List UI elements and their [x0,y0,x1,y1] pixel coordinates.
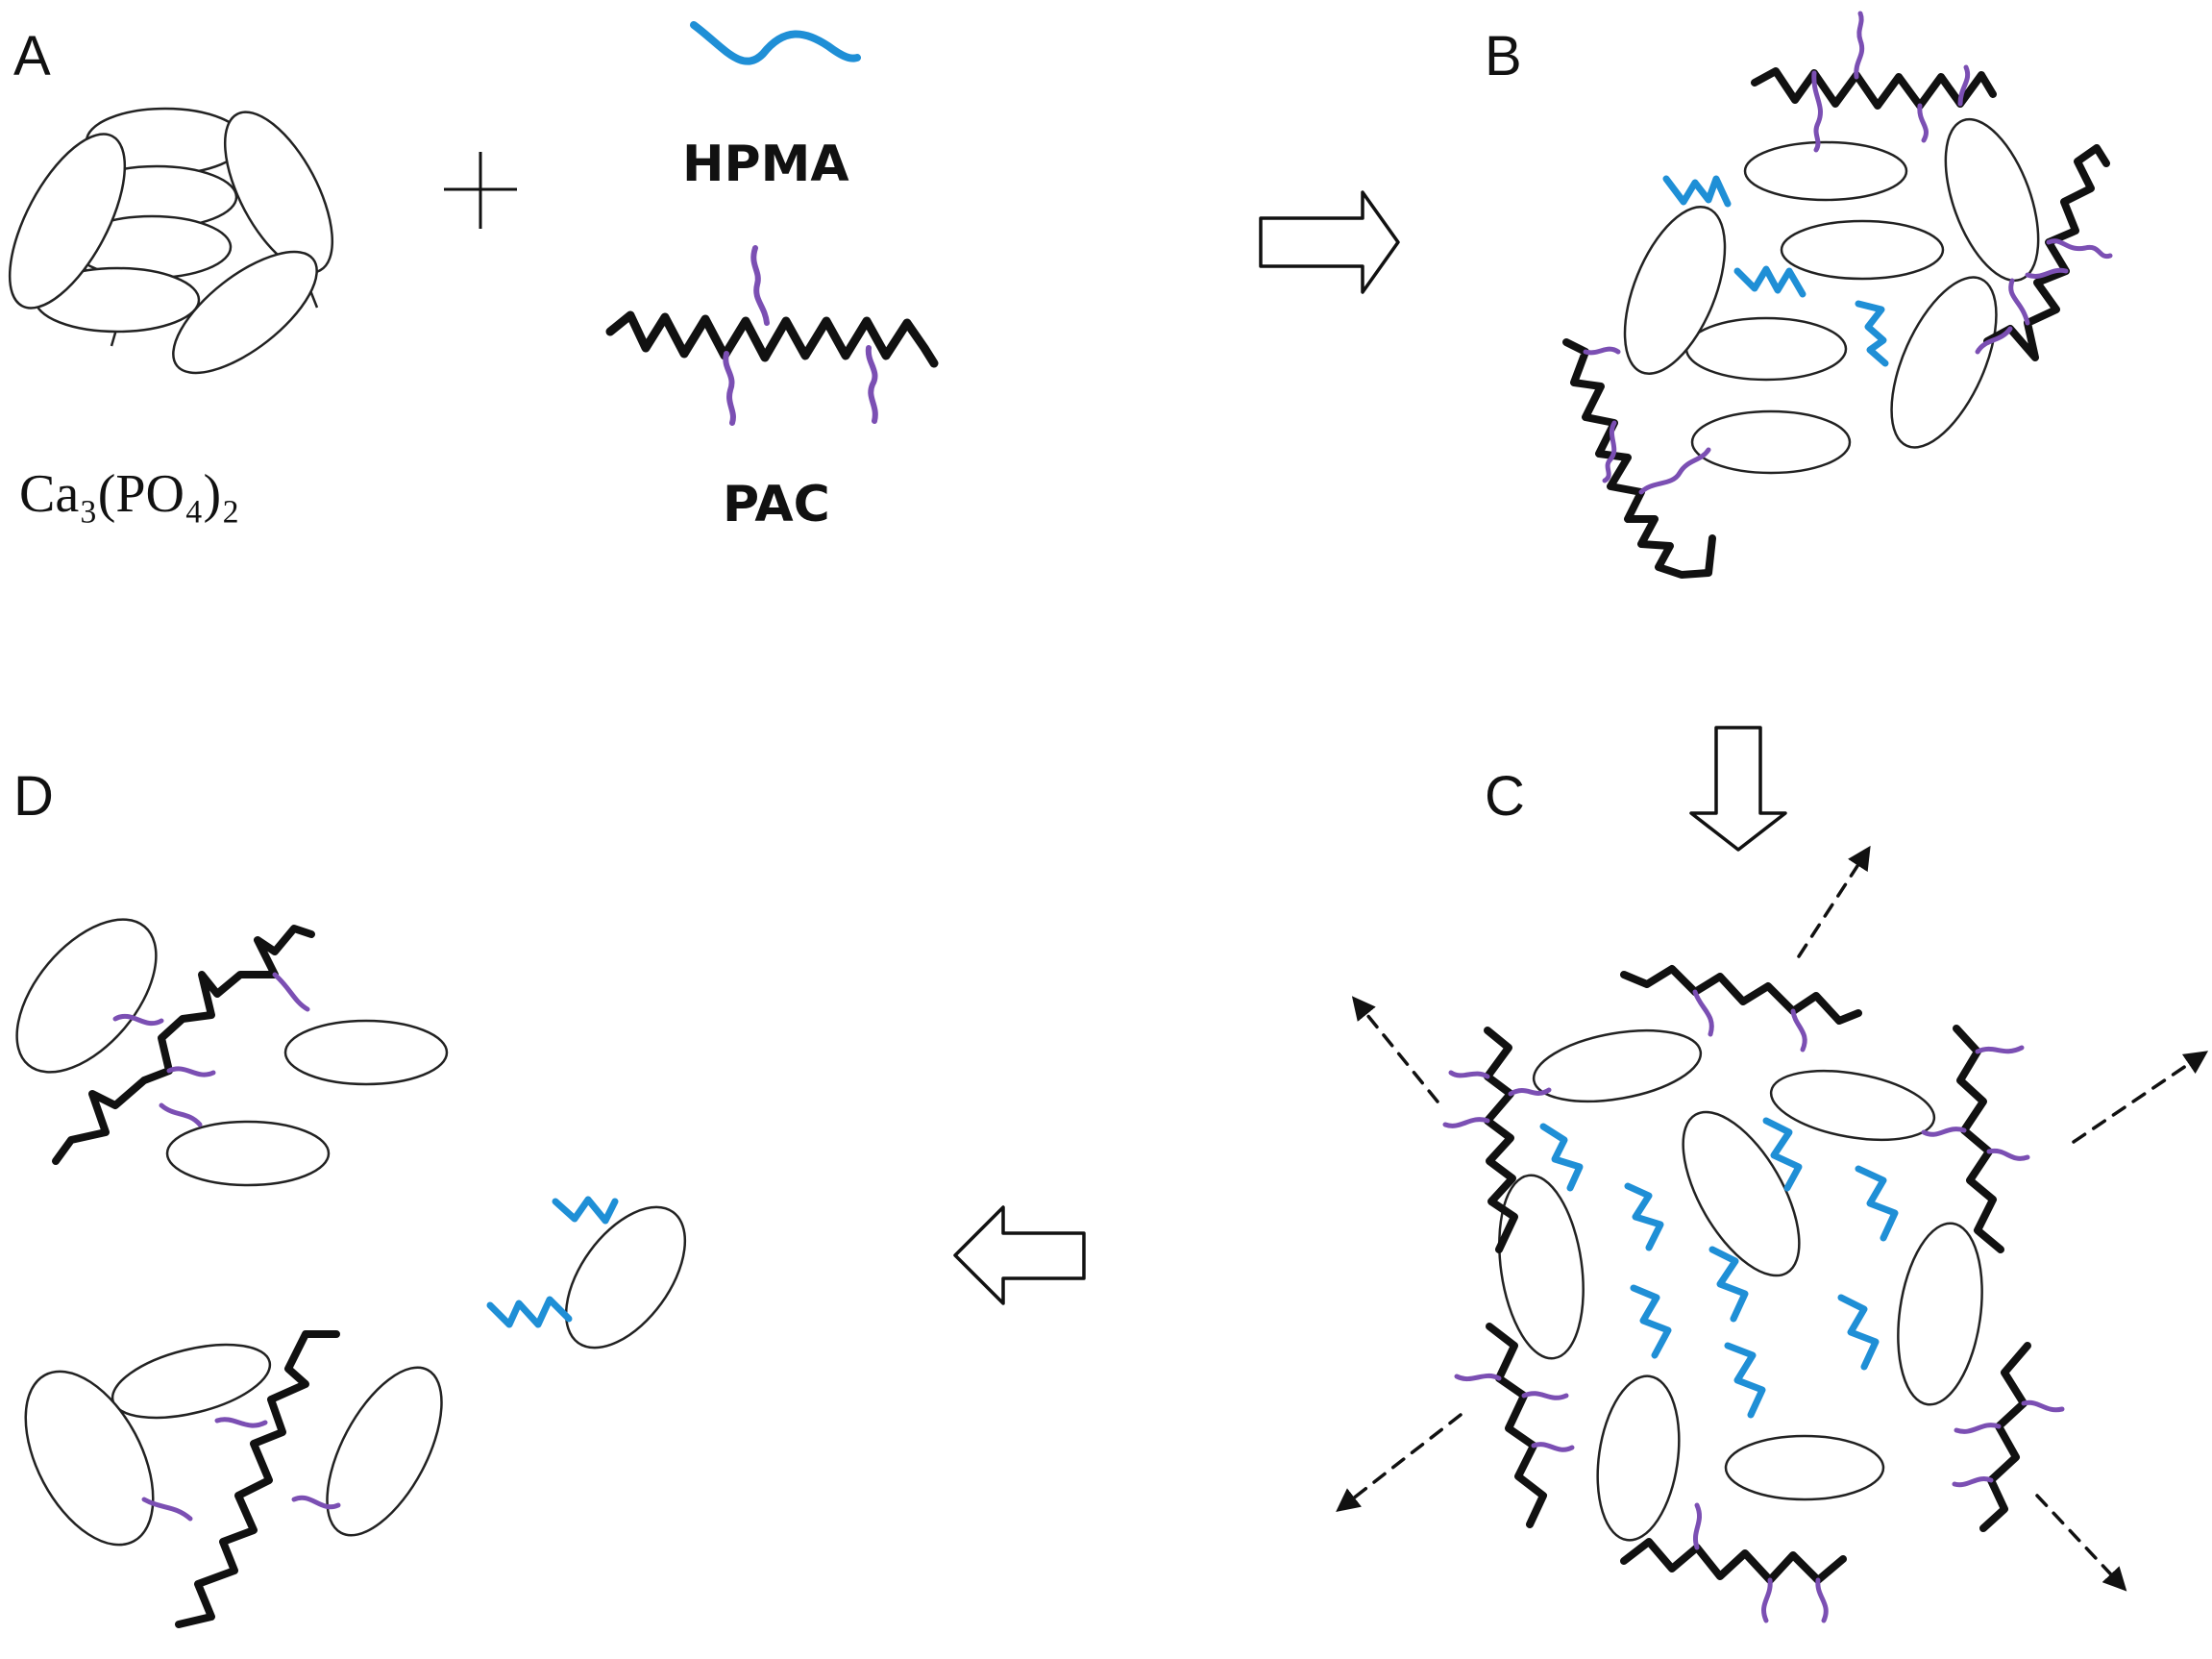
calcium-phosphate-particle [1532,1028,1703,1103]
calcium-phosphate-particle [111,1343,272,1420]
hpma-chain [1630,1284,1672,1359]
calcium-phosphate-particle [1684,316,1848,382]
arrow-a-to-b [1259,190,1400,294]
calcium-phosphate-particle [1743,140,1908,202]
hpma-chain [1539,1123,1584,1192]
calcium-phosphate-particle [15,918,158,1074]
pac-backbone [1751,67,1997,110]
hpma-chain [1662,175,1732,208]
dispersion-arrow [1336,1413,1462,1513]
arrow-c-to-d [953,1205,1086,1305]
calcium-phosphate-particle [1724,1434,1885,1501]
panel-c-dispersing-cluster [1336,845,2209,1623]
pac-backbone [1983,144,2110,361]
panel-letter-a: A [13,25,51,87]
calcium-phosphate-particle [172,250,318,375]
hpma-chain-icon [690,21,861,65]
pac-backbone [175,1330,340,1628]
panel-letter-b: B [1485,25,1522,87]
calcium-phosphate-particle [1769,1069,1936,1142]
calcium-phosphate-particle [165,1120,331,1187]
calcium-phosphate-particle [1897,1222,1983,1406]
calcium-phosphate-particle [1596,1374,1681,1542]
calcium-phosphate-particle [1944,117,2040,283]
hpma-chain [1855,300,1889,367]
hpma-label: HPMA [682,136,849,193]
calcium-phosphate-particle [1890,276,1998,449]
hpma-chain [1624,1182,1664,1251]
panel-letter-d: D [13,765,54,828]
pac-backbone [1953,1025,2004,1253]
calcium-phosphate-particle [223,111,334,274]
arrow-b-to-c [1689,726,1787,852]
hpma-chain [1724,1342,1766,1419]
dispersion-arrow [2035,1494,2127,1592]
hpma-chain [1762,1117,1803,1192]
calcium-phosphate-particle [1498,1174,1585,1360]
calcium-phosphate-particle [564,1205,687,1349]
pac-backbone [52,925,315,1165]
hpma-chain [486,1296,573,1328]
calcium-phosphate-particle [1690,409,1852,475]
calcium-phosphate-particle [1623,206,1727,375]
panel-d-dispersed-particles [15,918,687,1628]
calcium-phosphate-particle [8,133,127,310]
calcium-phosphate-particle [24,1370,155,1547]
pac-backbone [1486,1323,1547,1528]
pac-backbone [1484,1027,1518,1253]
hpma-chain [552,1196,619,1225]
calcium-phosphate-particle [283,1019,449,1086]
pac-backbone [1620,965,1862,1025]
calcium-phosphate-label: Ca₃(PO₄)₂ [19,464,240,524]
calcium-phosphate-particle [1780,219,1945,281]
panel-a-calcium-phosphate-cluster [8,107,334,375]
dispersion-arrow [2072,1051,2209,1144]
hpma-chain [1855,1165,1899,1242]
pac-backbone [1562,338,1716,579]
panel-letter-c: C [1485,765,1525,828]
pac-backbone [1620,1538,1847,1584]
calcium-phosphate-particle [1682,1110,1801,1277]
panel-b-adsorbed-cluster [1562,11,2113,579]
dispersion-arrow [1351,996,1439,1103]
hpma-chain [1837,1294,1880,1371]
pac-chain-icon [605,245,939,426]
plus-sign [444,152,517,229]
calcium-phosphate-particle [326,1366,443,1537]
hpma-chain [1733,265,1806,298]
dispersion-arrow [1797,845,1871,958]
pac-label: PAC [723,476,830,533]
pac-backbone [1979,1342,2031,1532]
hpma-chain [1708,1246,1749,1323]
